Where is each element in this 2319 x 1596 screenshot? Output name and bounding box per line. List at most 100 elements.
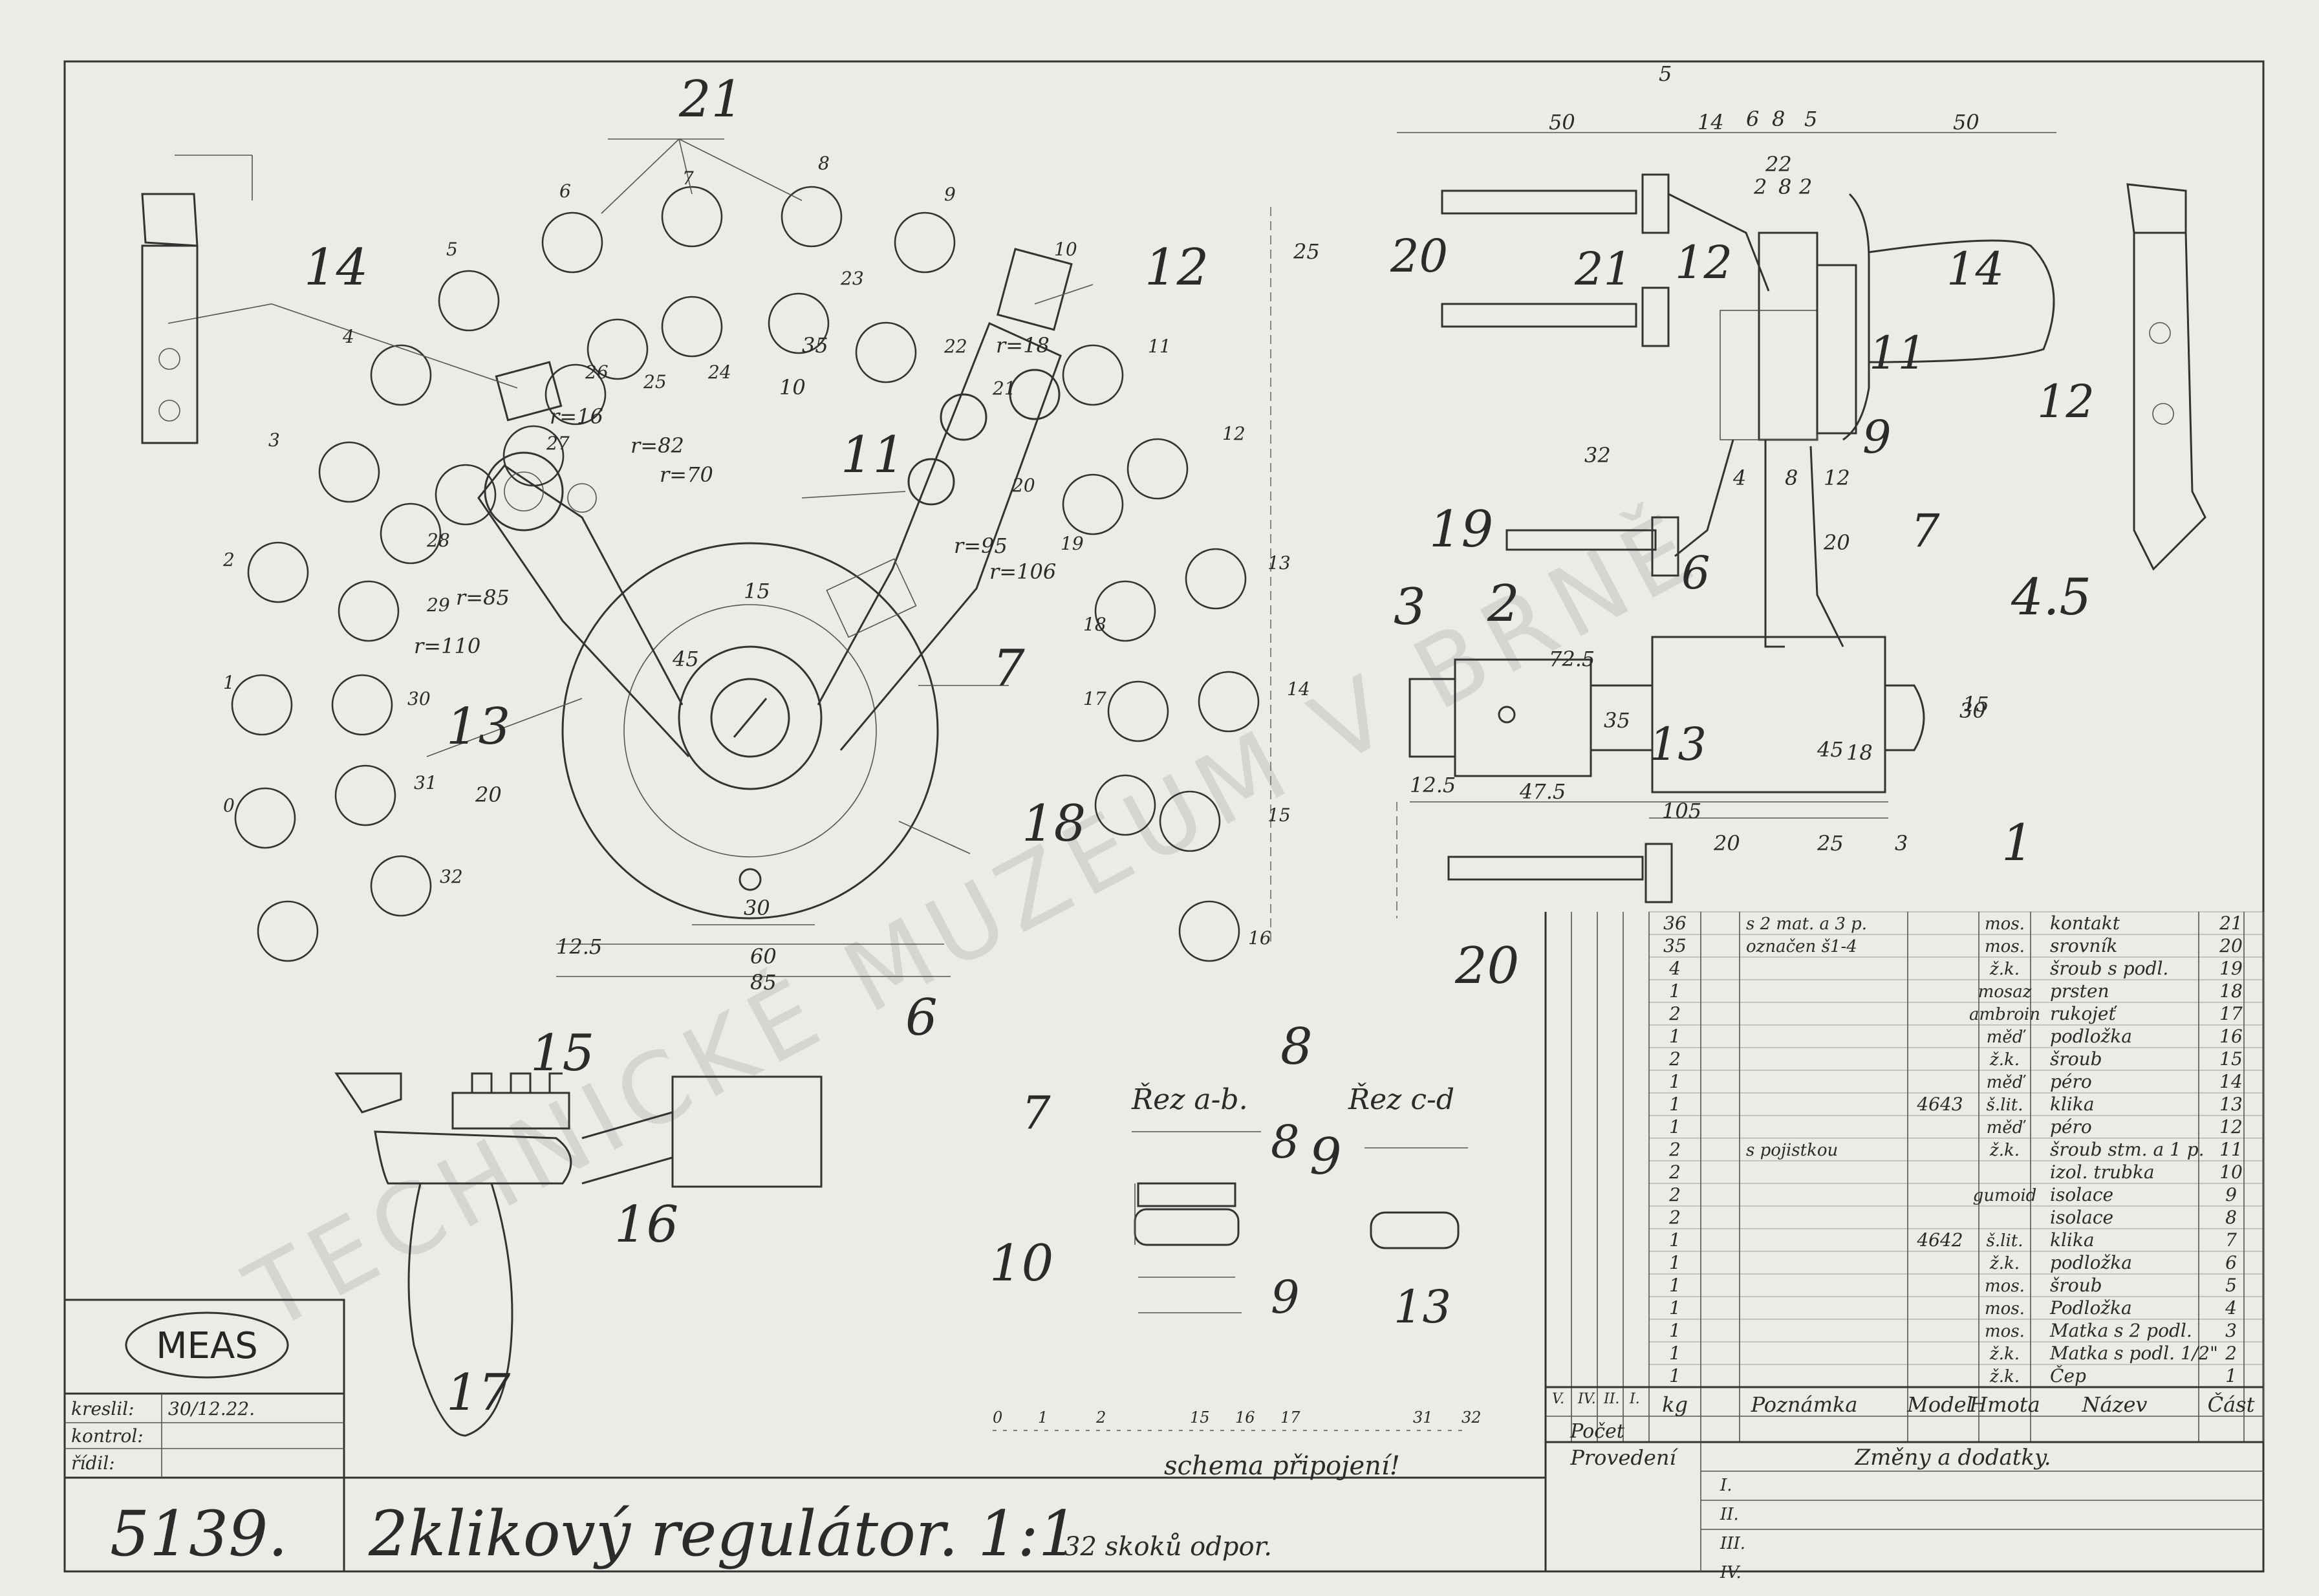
part-callout-12: 12	[1145, 239, 1209, 297]
contact-number: 26	[585, 361, 609, 383]
parts-material: ž.k.	[1989, 1344, 2020, 1364]
contact-number: 9	[944, 184, 956, 205]
contact-hole	[1185, 548, 1247, 610]
contact-number: 4	[342, 326, 354, 347]
contact-hole	[338, 580, 400, 642]
parts-count: 36	[1663, 912, 1687, 934]
parts-name: Podložka	[2049, 1297, 2132, 1319]
parts-count: 1	[1669, 1275, 1681, 1296]
dimension-side: 5	[1804, 107, 1817, 131]
dimension-plan: r=16	[550, 404, 603, 429]
parts-list-grid	[1544, 911, 2264, 1571]
parts-part: 19	[2219, 958, 2243, 979]
dimension-side: 22	[1765, 152, 1792, 177]
contact-number: 10	[1054, 239, 1077, 260]
contact-hole	[380, 502, 442, 565]
parts-part: 1	[2225, 1365, 2237, 1386]
contact-number: 18	[1083, 614, 1106, 635]
parts-count: 2	[1668, 1139, 1681, 1160]
ring-18-outer	[561, 542, 939, 920]
drawing-title: 2klikový regulátor. 1:1	[368, 1498, 1078, 1570]
part-callout-7: 7	[1022, 1086, 1051, 1139]
parts-part: 7	[2225, 1229, 2237, 1251]
parts-part: 15	[2219, 1048, 2243, 1070]
dimension-side: 105	[1662, 799, 1701, 823]
contact-hole	[768, 292, 830, 354]
contact-hole	[1062, 473, 1124, 535]
crank-7-pivot	[1009, 369, 1061, 420]
dimension-plan: 45	[672, 647, 699, 671]
parts-name: izol. trubka	[2050, 1161, 2155, 1183]
contact-hole	[1127, 438, 1189, 500]
contact-hole	[318, 441, 380, 503]
part-callout-20: 20	[1390, 230, 1448, 283]
detail-14	[141, 155, 253, 444]
dimension-plan: 25	[1293, 239, 1320, 264]
dimension-side: 50	[1953, 110, 1979, 135]
parts-model: 4643	[1916, 1094, 1963, 1115]
parts-count: 35	[1663, 935, 1687, 956]
dimension-side: 18	[1846, 740, 1873, 765]
parts-material: měď	[1987, 1073, 2027, 1092]
contact-hole	[247, 541, 309, 603]
parts-part: 21	[2219, 912, 2243, 934]
parts-part: 9	[2225, 1184, 2237, 1205]
contact-number: 30	[407, 688, 431, 709]
contact-hole	[502, 425, 565, 487]
contact-hole	[1198, 671, 1260, 733]
part-callout-7: 7	[993, 640, 1025, 698]
part-callout-14: 14	[1947, 243, 2004, 296]
parts-part: 14	[2219, 1071, 2243, 1092]
dimension-side: 12.5	[1410, 773, 1456, 797]
parts-count: 1	[1669, 1365, 1681, 1386]
logo-text: MEAS	[156, 1325, 258, 1367]
contact-number: 5	[446, 239, 458, 260]
crank-13-end	[484, 451, 564, 532]
part-callout-9: 9	[1862, 411, 1892, 464]
parts-name: podložka	[2050, 1026, 2132, 1047]
dimension-side: 20	[1823, 530, 1850, 555]
parts-count: 2	[1668, 1207, 1681, 1228]
parts-count: 2	[1668, 1184, 1681, 1205]
header-count: Počet	[1569, 1420, 1625, 1443]
shaft-block	[1651, 636, 1886, 793]
contact-number: 32	[440, 866, 463, 887]
parts-name: prsten	[2050, 980, 2109, 1002]
part-callout-10: 10	[989, 1235, 1053, 1293]
parts-note: označen š1-4	[1746, 937, 1857, 956]
header-material: Hmota	[1968, 1392, 2040, 1417]
contact-hole	[587, 318, 649, 380]
dimension-side: 8	[1785, 466, 1798, 490]
dimension-plan: r=110	[414, 634, 480, 658]
contact-number: 2	[222, 549, 235, 570]
parts-part: 18	[2219, 980, 2243, 1002]
contact-number: 13	[1267, 552, 1291, 574]
crank-13-screw2	[567, 483, 597, 513]
part-callout-12: 12	[1675, 236, 1732, 289]
contact-number: 8	[818, 153, 830, 174]
parts-part: 17	[2219, 1003, 2243, 1024]
crank-13-arm	[477, 464, 690, 758]
handle-14	[495, 361, 563, 422]
part-callout-21: 21	[1574, 243, 1632, 296]
parts-material: mos.	[1985, 1322, 2025, 1341]
contact-number: 1	[223, 672, 235, 693]
revision-mark: I.	[1720, 1476, 1732, 1495]
contact-number: 14	[1287, 678, 1310, 700]
dimension-side: 5	[1659, 61, 1672, 86]
contact-hole	[231, 674, 293, 736]
parts-name: šroub stm. a 1 p.	[2050, 1139, 2205, 1160]
hub-center	[710, 678, 790, 758]
dimension-plan: 85	[750, 970, 777, 995]
parts-count: 1	[1669, 1229, 1681, 1251]
roman-header: V.	[1552, 1391, 1564, 1407]
nut-3	[1408, 678, 1456, 758]
contact-hole	[1062, 344, 1124, 406]
dimension-side: 45	[1817, 737, 1844, 762]
hub-boss	[678, 645, 823, 790]
dimension-plan: r=95	[954, 534, 1008, 558]
dimension-side: 30	[1959, 698, 1986, 723]
contact-hole	[1159, 790, 1221, 852]
dimension-side: 12	[1824, 466, 1850, 490]
